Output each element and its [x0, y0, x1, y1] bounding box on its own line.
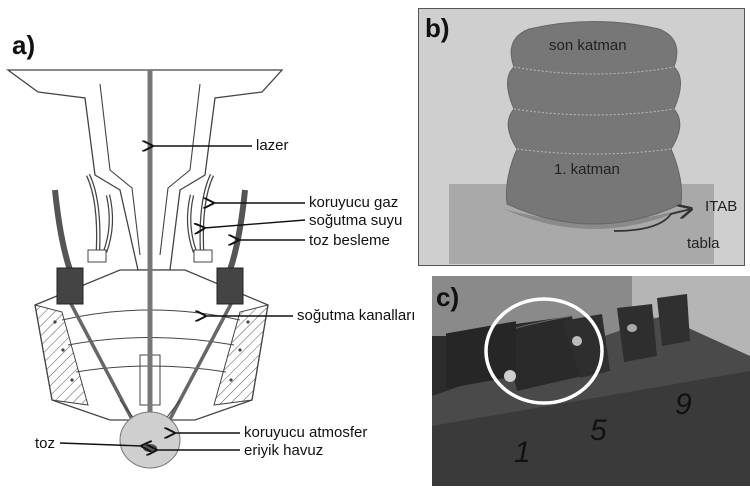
panel-c-letter: c) [436, 282, 460, 312]
layer-deposit-diagram [449, 21, 714, 264]
label-powder: toz [35, 435, 56, 452]
hatched-wall-left [34, 304, 89, 406]
label-powder-feed: toz besleme [309, 232, 390, 249]
haz-arrow [613, 209, 691, 232]
label-last-layer: son katman [549, 37, 627, 54]
nozzle-diagram [6, 69, 306, 469]
panel-a-letter: a) [12, 30, 36, 60]
shield-atmosphere [119, 411, 181, 469]
label-shield-atmosphere: koruyucu atmosfer [244, 424, 368, 441]
label-first-layer: 1. katman [554, 161, 620, 178]
panel-b-letter: b) [425, 13, 450, 43]
panel-c-photo: c) 1 5 9 [432, 276, 750, 486]
label-shield-gas: koruyucu gaz [309, 194, 399, 211]
highlight-circle [484, 297, 604, 405]
photo-mark-9: 9 [675, 388, 692, 421]
label-cooling-channels: soğutma kanalları [297, 307, 416, 324]
label-cooling-water: soğutma suyu [309, 212, 403, 229]
photo-mark-5: 5 [590, 414, 607, 447]
photo-mark-1: 1 [514, 436, 531, 469]
label-haz: ITAB [705, 198, 738, 215]
panel-b: b) son katman 1. katman ITAB tabla [418, 8, 745, 266]
powder-connector-left [56, 267, 84, 305]
powder-connector-right [216, 267, 244, 305]
label-laser: lazer [256, 137, 289, 154]
plate-front [432, 371, 750, 486]
hatched-wall-right [213, 304, 269, 406]
melt-pool [143, 444, 157, 452]
label-table: tabla [687, 235, 720, 252]
sample-photo [432, 276, 750, 486]
label-melt-pool: eriyik havuz [244, 442, 324, 459]
